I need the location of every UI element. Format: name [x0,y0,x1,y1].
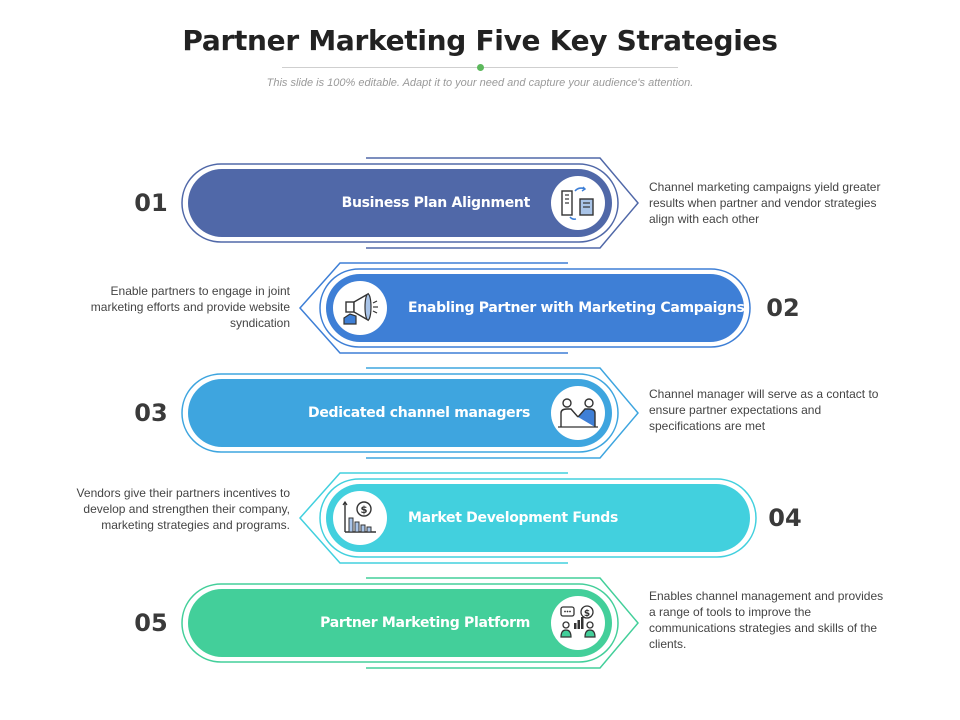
strategy-description-1: Channel marketing campaigns yield greate… [649,180,881,226]
strategy-number-4: 04 [768,504,802,532]
strategy-pill-3: Dedicated channel managers [188,379,612,447]
strategy-number-1: 01 [134,189,168,217]
business-buildings-icon [551,176,605,230]
strategy-number-2: 02 [766,294,800,322]
money-chart-icon: $ [333,491,387,545]
strategy-number-3: 03 [134,399,168,427]
handshake-icon [551,386,605,440]
strategy-pill-1: Business Plan Alignment [188,169,612,237]
strategy-description-3: Channel manager will serve as a contact … [649,387,879,433]
communication-platform-icon: $ [551,596,605,650]
strategy-description-5: Enables channel management and provides … [649,589,884,651]
strategy-label-1: Business Plan Alignment [341,195,531,211]
megaphone-icon [333,281,387,335]
strategy-description-4: Vendors give their partners incentives t… [76,486,290,532]
strategy-label-5: Partner Marketing Platform [320,615,530,631]
page-subtitle: This slide is 100% editable. Adapt it to… [266,77,694,89]
svg-text:$: $ [361,505,368,516]
strategy-label-2: Enabling Partner with Marketing Campaign… [408,300,745,316]
strategy-description-2: Enable partners to engage in joint marke… [90,284,290,330]
strategy-pill-4: $ Market Development Funds [326,484,750,552]
title-divider-dot [477,64,484,71]
page-title: Partner Marketing Five Key Strategies [182,24,778,57]
strategy-pill-5: Partner Marketing Platform $ [188,589,612,657]
strategy-number-5: 05 [134,609,168,637]
strategy-label-3: Dedicated channel managers [308,405,530,421]
strategy-pill-2: Enabling Partner with Marketing Campaign… [326,274,745,342]
strategy-label-4: Market Development Funds [408,510,619,526]
svg-text:$: $ [584,609,590,619]
